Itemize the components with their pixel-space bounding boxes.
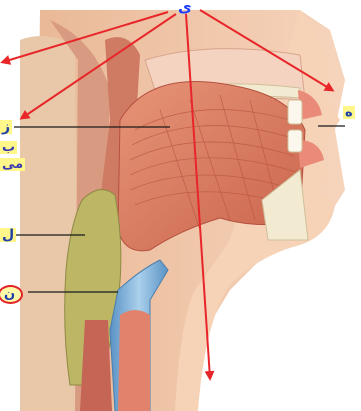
trachea	[118, 310, 150, 411]
lower-teeth	[288, 130, 302, 152]
esophagus	[80, 320, 112, 411]
tongue-label: ز	[0, 120, 12, 134]
label-h: ه	[343, 106, 355, 119]
label-l: ل	[0, 228, 16, 242]
label-m: مى	[0, 158, 25, 171]
top-label: ى	[178, 0, 192, 15]
upper-teeth	[288, 100, 302, 124]
label-b: ب	[0, 141, 17, 154]
